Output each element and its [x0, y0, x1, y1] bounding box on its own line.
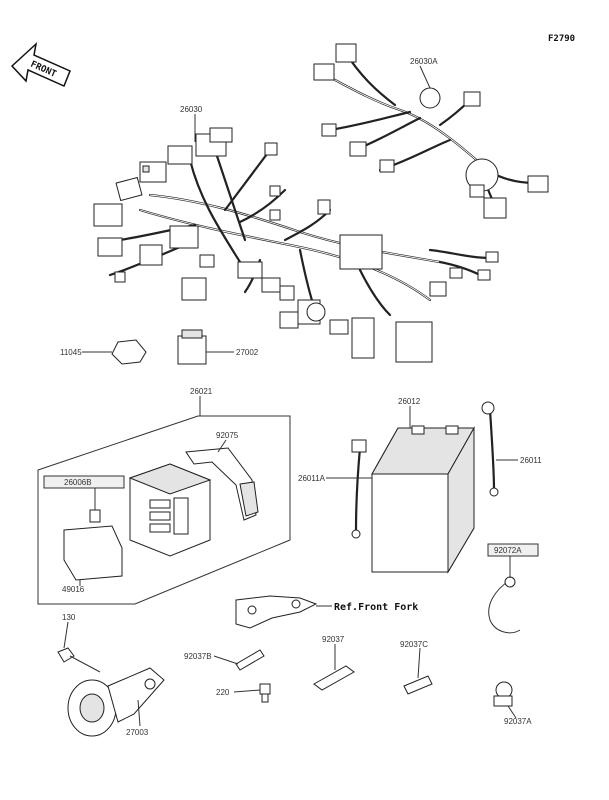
callout-92037B: 92037B [184, 652, 239, 665]
callout-26030A: 26030A [410, 57, 438, 89]
bolt-220 [259, 683, 271, 703]
callout-92037A: 92037A [504, 705, 532, 726]
callout-92072A: 92072A [487, 543, 539, 578]
svg-text:Ref.Front Fork: Ref.Front Fork [334, 602, 418, 613]
clamp-92037 [313, 665, 355, 691]
svg-text:92075: 92075 [216, 431, 239, 440]
battery-cable-positive [481, 401, 499, 497]
bolt-130 [57, 647, 101, 673]
callout-130: 130 [62, 613, 76, 649]
callout-220: 220 [216, 688, 261, 697]
callout-ref-front-fork: Ref.Front Fork [316, 602, 418, 613]
callout-26030: 26030 [180, 105, 203, 142]
callout-92075: 92075 [216, 431, 239, 453]
svg-text:92072A: 92072A [494, 546, 522, 555]
svg-text:26011A: 26011A [298, 474, 326, 483]
horn-bracket [235, 595, 318, 629]
svg-text:92037B: 92037B [184, 652, 212, 661]
battery [371, 425, 475, 574]
callout-26012: 26012 [398, 397, 421, 428]
svg-text:49016: 49016 [62, 585, 85, 594]
svg-text:26006B: 26006B [64, 478, 92, 487]
main-wiring-harness [93, 127, 499, 363]
callout-26011A: 26011A [298, 474, 372, 483]
relay-box-bracket [185, 447, 259, 521]
svg-text:27002: 27002 [236, 348, 259, 357]
svg-text:26030: 26030 [180, 105, 203, 114]
battery-cable-negative [351, 439, 367, 539]
svg-text:26030A: 26030A [410, 57, 438, 66]
svg-text:92037: 92037 [322, 635, 345, 644]
relay-box-group-outline [37, 415, 291, 605]
svg-text:26021: 26021 [190, 387, 213, 396]
front-arrow-icon: FRONT [10, 41, 71, 88]
callout-26011: 26011 [496, 456, 542, 465]
relay-box [128, 463, 212, 557]
callout-26006B: 26006B [43, 475, 125, 510]
horn [67, 667, 165, 737]
bracket-11045 [111, 339, 147, 365]
svg-text:130: 130 [62, 613, 76, 622]
callout-92037C: 92037C [400, 640, 428, 679]
callout-11045: 11045 [60, 348, 112, 357]
callout-26021: 26021 [190, 387, 213, 416]
callout-49016: 49016 [62, 580, 85, 594]
clamp-92037A [493, 681, 513, 707]
battery-band [488, 576, 521, 634]
svg-text:92037A: 92037A [504, 717, 532, 726]
svg-text:26012: 26012 [398, 397, 421, 406]
figure-id: F2790 [548, 34, 575, 44]
clamp-92037C [403, 675, 433, 695]
svg-text:220: 220 [216, 688, 230, 697]
svg-text:26011: 26011 [520, 456, 542, 465]
callout-27002: 27002 [206, 348, 259, 357]
svg-text:11045: 11045 [60, 348, 82, 357]
fuse-cover [63, 509, 123, 581]
svg-text:92037C: 92037C [400, 640, 428, 649]
clamp-92037B [235, 649, 265, 671]
relay-27002 [177, 329, 207, 365]
svg-text:27003: 27003 [126, 728, 149, 737]
sub-wiring-harness [313, 43, 549, 219]
callout-27003: 27003 [126, 699, 149, 737]
callout-92037: 92037 [322, 635, 345, 670]
